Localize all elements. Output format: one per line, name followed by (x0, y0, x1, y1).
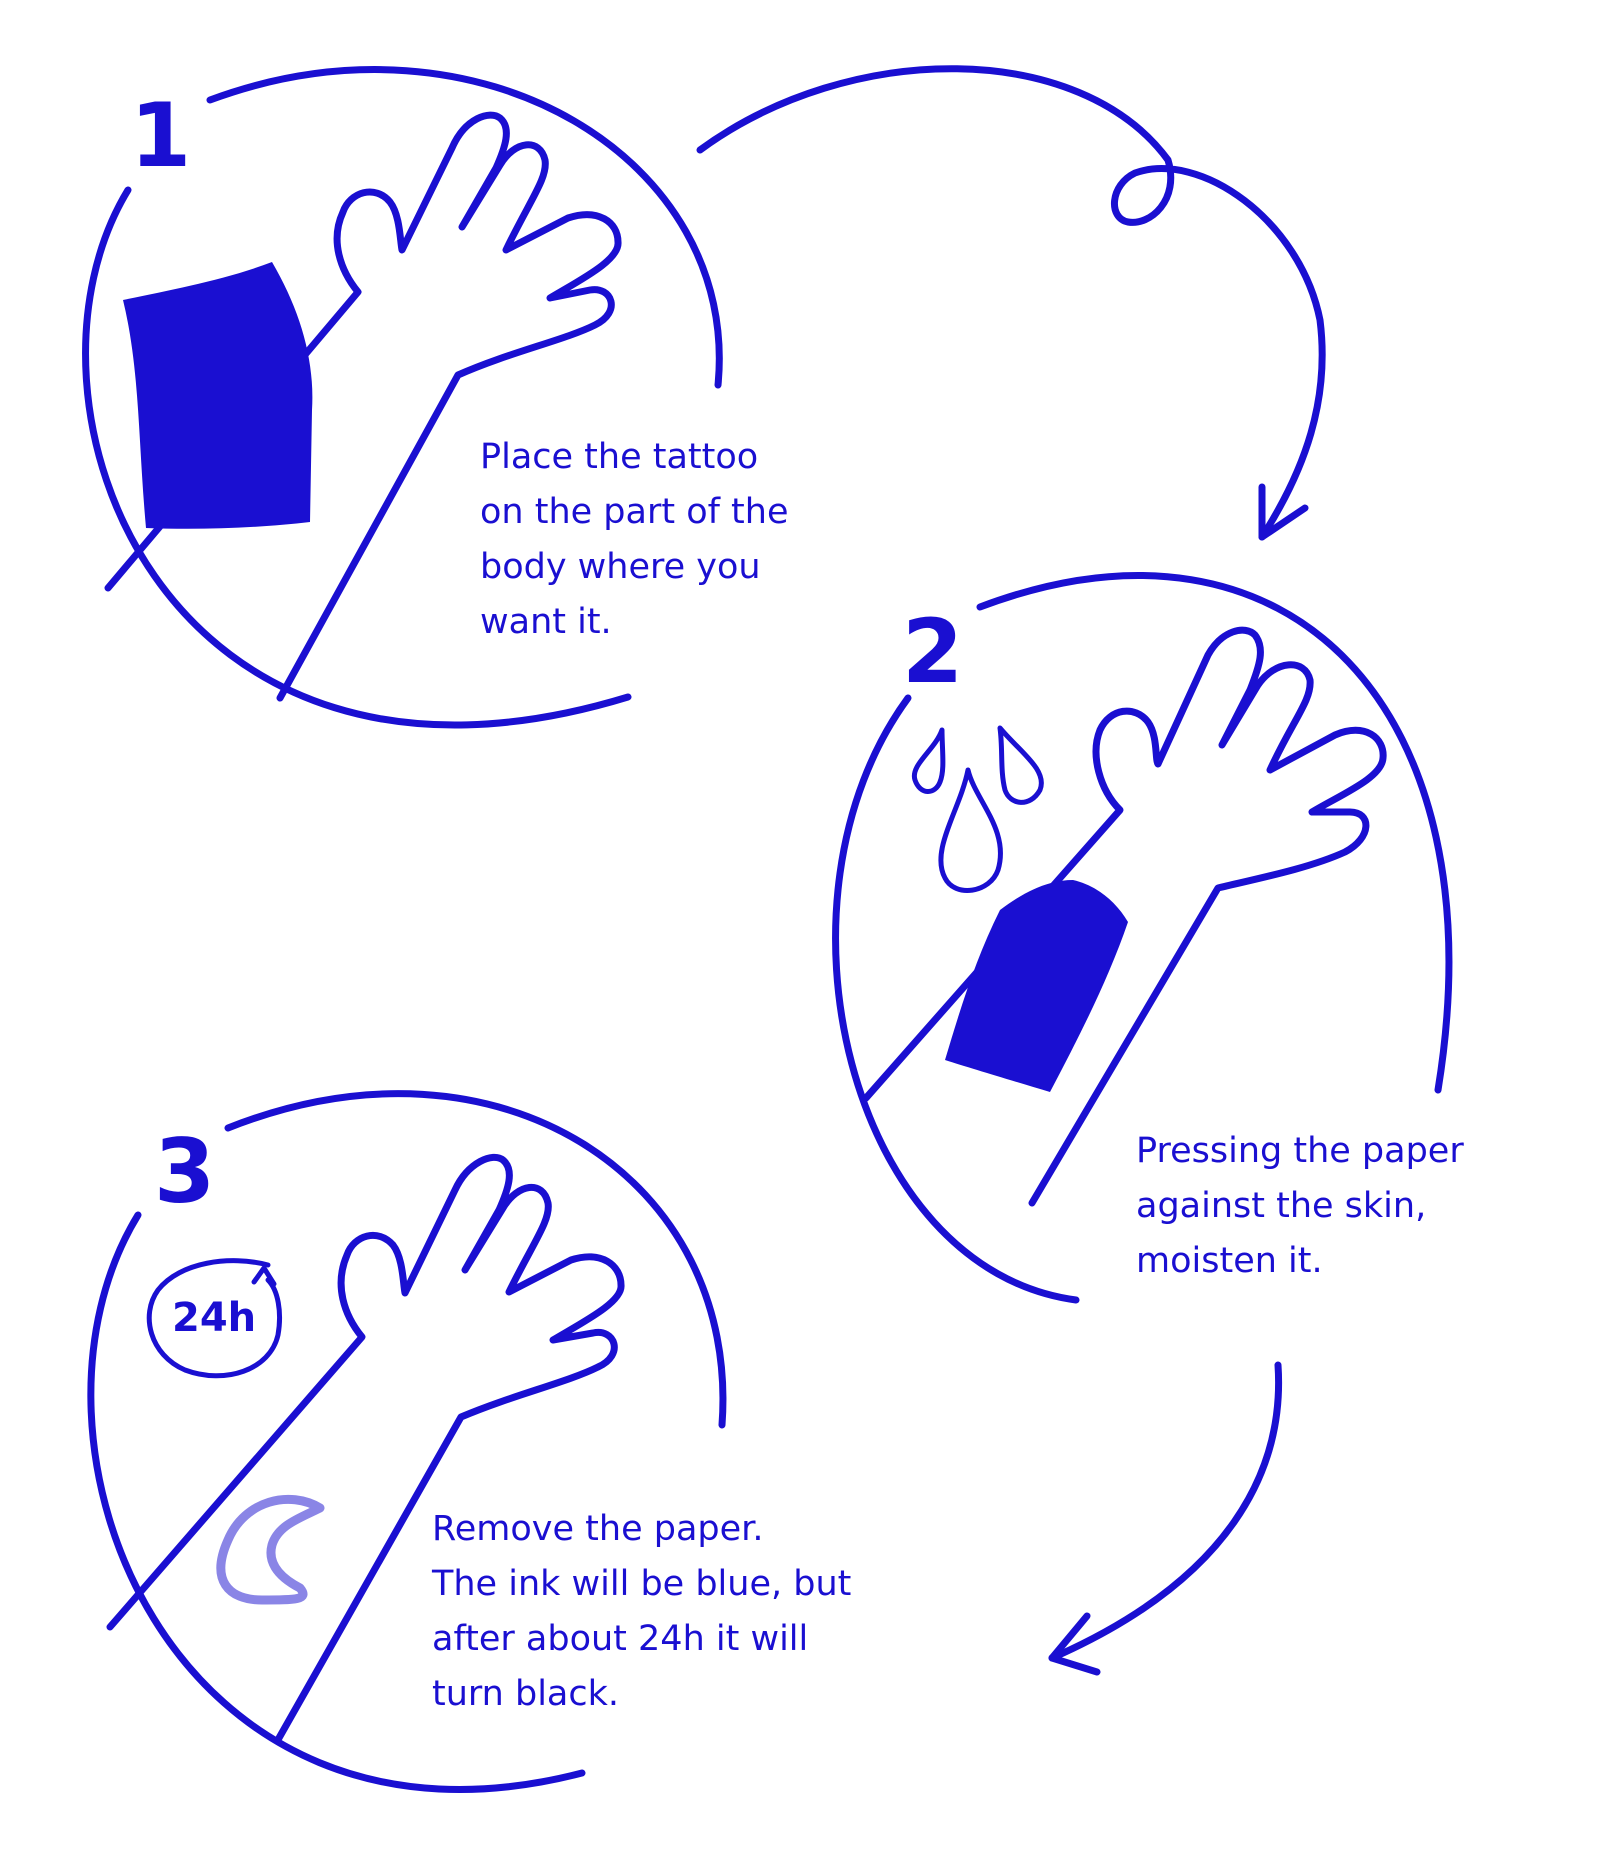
step-3-number: 3 (154, 1120, 216, 1223)
hand-icon (104, 111, 622, 702)
step-3-illustration (87, 1090, 727, 1793)
hand-icon (862, 626, 1387, 1207)
water-drops-icon (911, 725, 1044, 893)
step-2-number: 2 (902, 600, 964, 703)
step-3-frame-arc-lower (87, 1211, 586, 1793)
step-2-illustration (832, 572, 1453, 1304)
step-1-instruction: Place the tattoo on the part of the body… (480, 437, 789, 642)
step-1-illustration (82, 66, 723, 729)
tattoo-paper-icon (945, 880, 1128, 1092)
step-1-frame-arc-lower (82, 186, 632, 729)
step-1-number: 1 (130, 84, 192, 187)
step-3-instruction: Remove the paper. The ink will be blue, … (432, 1509, 852, 1714)
moon-tattoo-icon (216, 1494, 325, 1605)
hand-icon (106, 1153, 625, 1742)
step-2-instruction: Pressing the paper against the skin, moi… (1136, 1131, 1464, 1281)
step-3-frame-arc (224, 1090, 727, 1429)
step-2-frame-arc-lower (832, 694, 1080, 1304)
tattoo-paper-icon (123, 262, 313, 529)
step-1-frame-arc (206, 66, 723, 389)
arrow-icon (696, 65, 1326, 541)
timer-24h-label: 24h (172, 1295, 257, 1341)
arrow-icon (1048, 1361, 1283, 1676)
step-2-frame-arc (976, 572, 1453, 1094)
timer-24h-icon (146, 1258, 283, 1379)
